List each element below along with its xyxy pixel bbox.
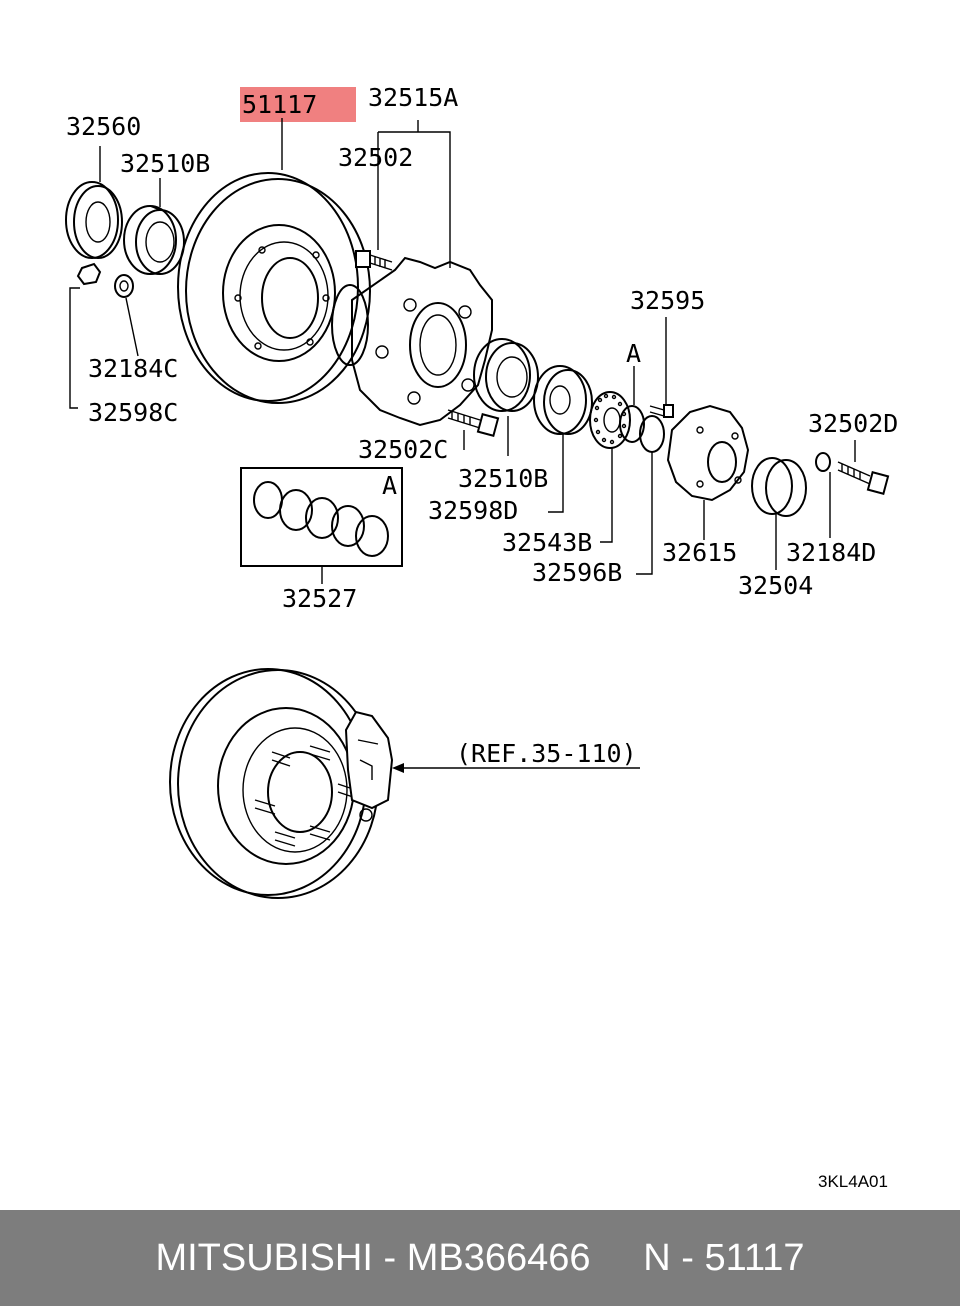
washer-32543B	[589, 391, 631, 449]
part-label-32502D[interactable]: 32502D	[808, 409, 898, 438]
bolt-32502C	[447, 409, 500, 437]
brake-disc-part	[177, 172, 371, 404]
part-label-32504[interactable]: 32504	[738, 571, 813, 600]
part-label-32184D[interactable]: 32184D	[786, 538, 876, 567]
kit-box-letter-a: A	[382, 471, 397, 500]
assembled-disc-view	[169, 668, 394, 899]
screw-32595	[649, 404, 674, 418]
hub-part	[331, 256, 493, 427]
leader-lines	[69, 118, 856, 584]
kit-letter-a: A	[626, 339, 641, 368]
nut-32598C	[76, 262, 102, 286]
spacer-32598D	[533, 365, 593, 435]
part-label-highlighted[interactable]: 51117	[242, 90, 317, 119]
footer-separator: -	[372, 1236, 407, 1279]
part-label-32502C[interactable]: 32502C	[358, 435, 448, 464]
ring-32596B	[619, 405, 665, 453]
footer-separator-2: -	[670, 1236, 705, 1279]
footer-n-value: 51117	[704, 1236, 805, 1279]
footer-bar: MITSUBISHI - MB366466 N - 51117	[0, 1210, 960, 1306]
washer-32184D	[815, 452, 831, 472]
part-label-32502[interactable]: 32502	[338, 143, 413, 172]
part-label-32595[interactable]: 32595	[630, 286, 705, 315]
part-highlight	[240, 87, 356, 122]
oil-seal-32560	[65, 181, 123, 259]
footer-brand: MITSUBISHI	[155, 1236, 373, 1279]
diagram-code: 3KL4A01	[818, 1172, 888, 1191]
exploded-parts-diagram: 51117 32515A 32560 32510B 32502 32184C 3…	[65, 83, 898, 1191]
flange-32615	[666, 404, 750, 502]
kit-box-32527	[240, 467, 403, 567]
part-label-32543B[interactable]: 32543B	[502, 528, 592, 557]
footer-part-number: MB366466	[406, 1236, 591, 1279]
part-label-32598C[interactable]: 32598C	[88, 398, 178, 427]
part-label-32510B-top[interactable]: 32510B	[120, 149, 210, 178]
bearing-32510B-top	[123, 205, 185, 275]
part-label-32510B-mid[interactable]: 32510B	[458, 464, 548, 493]
bearing-32510B-mid	[473, 338, 539, 412]
part-label-32615[interactable]: 32615	[662, 538, 737, 567]
part-label-32598D[interactable]: 32598D	[428, 496, 518, 525]
part-label-32596B[interactable]: 32596B	[532, 558, 622, 587]
bolt-32502	[355, 250, 393, 271]
footer-n-label: N	[643, 1236, 671, 1279]
part-label-32184C[interactable]: 32184C	[88, 354, 178, 383]
cap-32504	[751, 457, 807, 517]
part-label-32560[interactable]: 32560	[66, 112, 141, 141]
footer-gap	[591, 1237, 644, 1280]
reference-arrow	[392, 763, 640, 773]
bolt-32502D	[837, 461, 890, 495]
part-label-32515A[interactable]: 32515A	[368, 83, 458, 112]
reference-label[interactable]: (REF.35-110)	[456, 739, 637, 768]
washer-32184C	[114, 274, 134, 298]
part-label-32527[interactable]: 32527	[282, 584, 357, 613]
